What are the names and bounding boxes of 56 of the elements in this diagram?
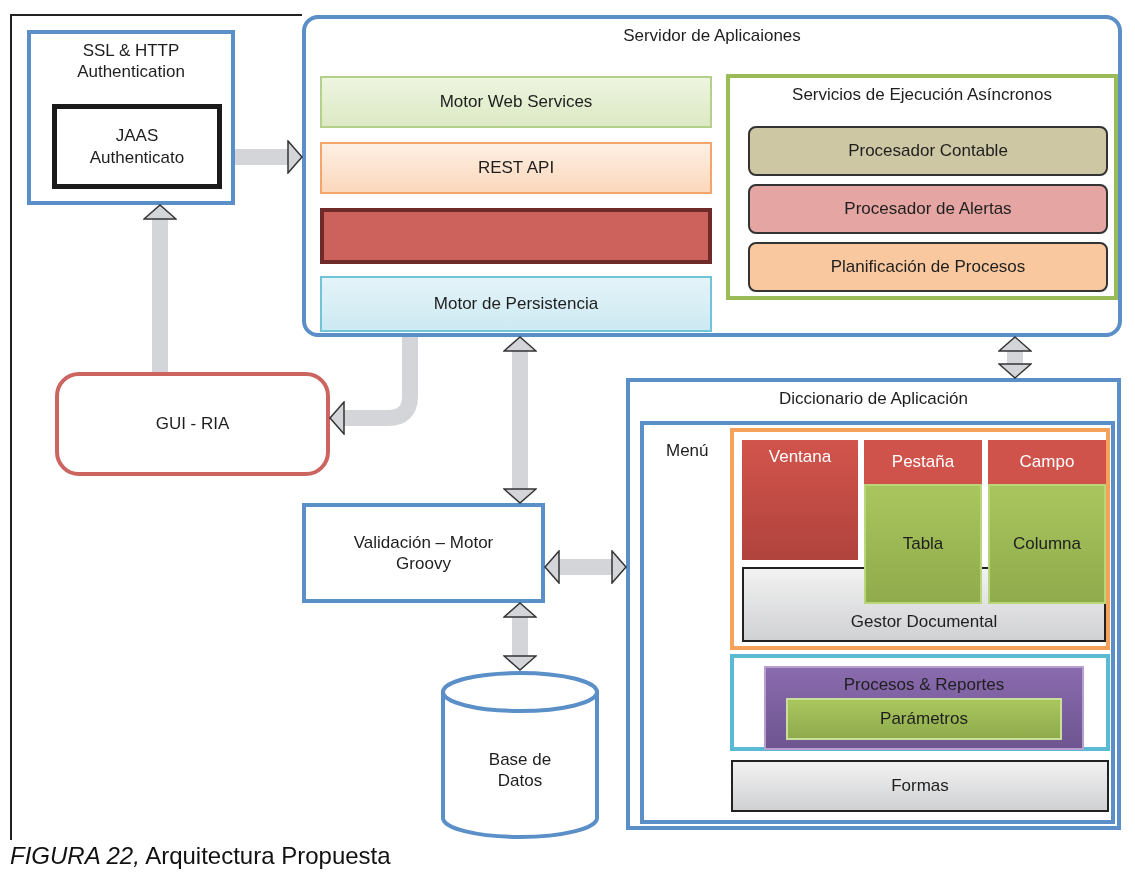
node-label: Menú [666, 441, 709, 460]
node-label: Columna [1012, 533, 1081, 555]
node-label: REST API [477, 157, 555, 179]
node-label: Pestaña [891, 451, 955, 473]
module-box [764, 666, 1084, 750]
block-arrow [235, 140, 303, 174]
node-label: Planificación de Procesos [830, 256, 1026, 278]
node-label: Base de Datos [487, 748, 553, 792]
figure-caption: FIGURA 22, Arquitectura Propuesta [10, 842, 391, 869]
block-arrow [503, 336, 537, 504]
node-label: Ventana [768, 446, 832, 468]
node-label: Validación – Motor Groovy [352, 531, 495, 575]
node-label: Motor de Persistencia [433, 293, 599, 315]
group-frame [730, 654, 1110, 751]
entity-box [742, 440, 858, 560]
node-label: Parámetros [880, 708, 968, 730]
node-label: Servidor de Aplicaiones [623, 25, 801, 47]
entity-box [988, 440, 1106, 484]
module-box [320, 142, 712, 194]
services-panel [726, 74, 1118, 300]
node-label: Procesos & Reportes [843, 674, 1005, 696]
node-label: Servicios de Ejecución Asíncronos [792, 84, 1052, 106]
auth-box [27, 30, 235, 205]
node-label: Campo [1019, 451, 1075, 473]
node-label: Procesador de Alertas [844, 198, 1012, 220]
block-arrow [503, 602, 537, 671]
module-box [320, 208, 712, 264]
node-label: Formas [891, 775, 949, 797]
block-arrow [544, 550, 627, 584]
node-label: SSL & HTTP Authentication [76, 40, 186, 83]
group-frame [730, 428, 1110, 650]
database-cylinder [440, 670, 600, 840]
block-arrow [329, 337, 418, 435]
entity-box [864, 484, 982, 604]
auth-box [52, 104, 222, 189]
node-label: JAAS Authenticato [88, 125, 186, 168]
block-arrow [143, 204, 177, 372]
node-label: Procesador Contable [848, 140, 1008, 162]
module-box [320, 276, 712, 332]
node-label: Motor Web Services [439, 91, 593, 113]
service-box [748, 184, 1108, 234]
module-box [320, 76, 712, 128]
client-box [55, 372, 330, 476]
service-box [748, 242, 1108, 292]
service-box [748, 126, 1108, 176]
validation-box [302, 503, 545, 603]
module-box [786, 698, 1062, 740]
node-label: Diccionario de Aplicación [779, 388, 968, 410]
server-panel [302, 15, 1122, 337]
node-label: Tabla [902, 533, 944, 555]
entity-box [988, 484, 1106, 604]
block-arrow [998, 336, 1032, 379]
node-label: GUI - RIA [155, 413, 230, 435]
node-label: Gestor Documental [850, 610, 998, 632]
entity-box [864, 440, 982, 484]
module-box [731, 760, 1109, 812]
